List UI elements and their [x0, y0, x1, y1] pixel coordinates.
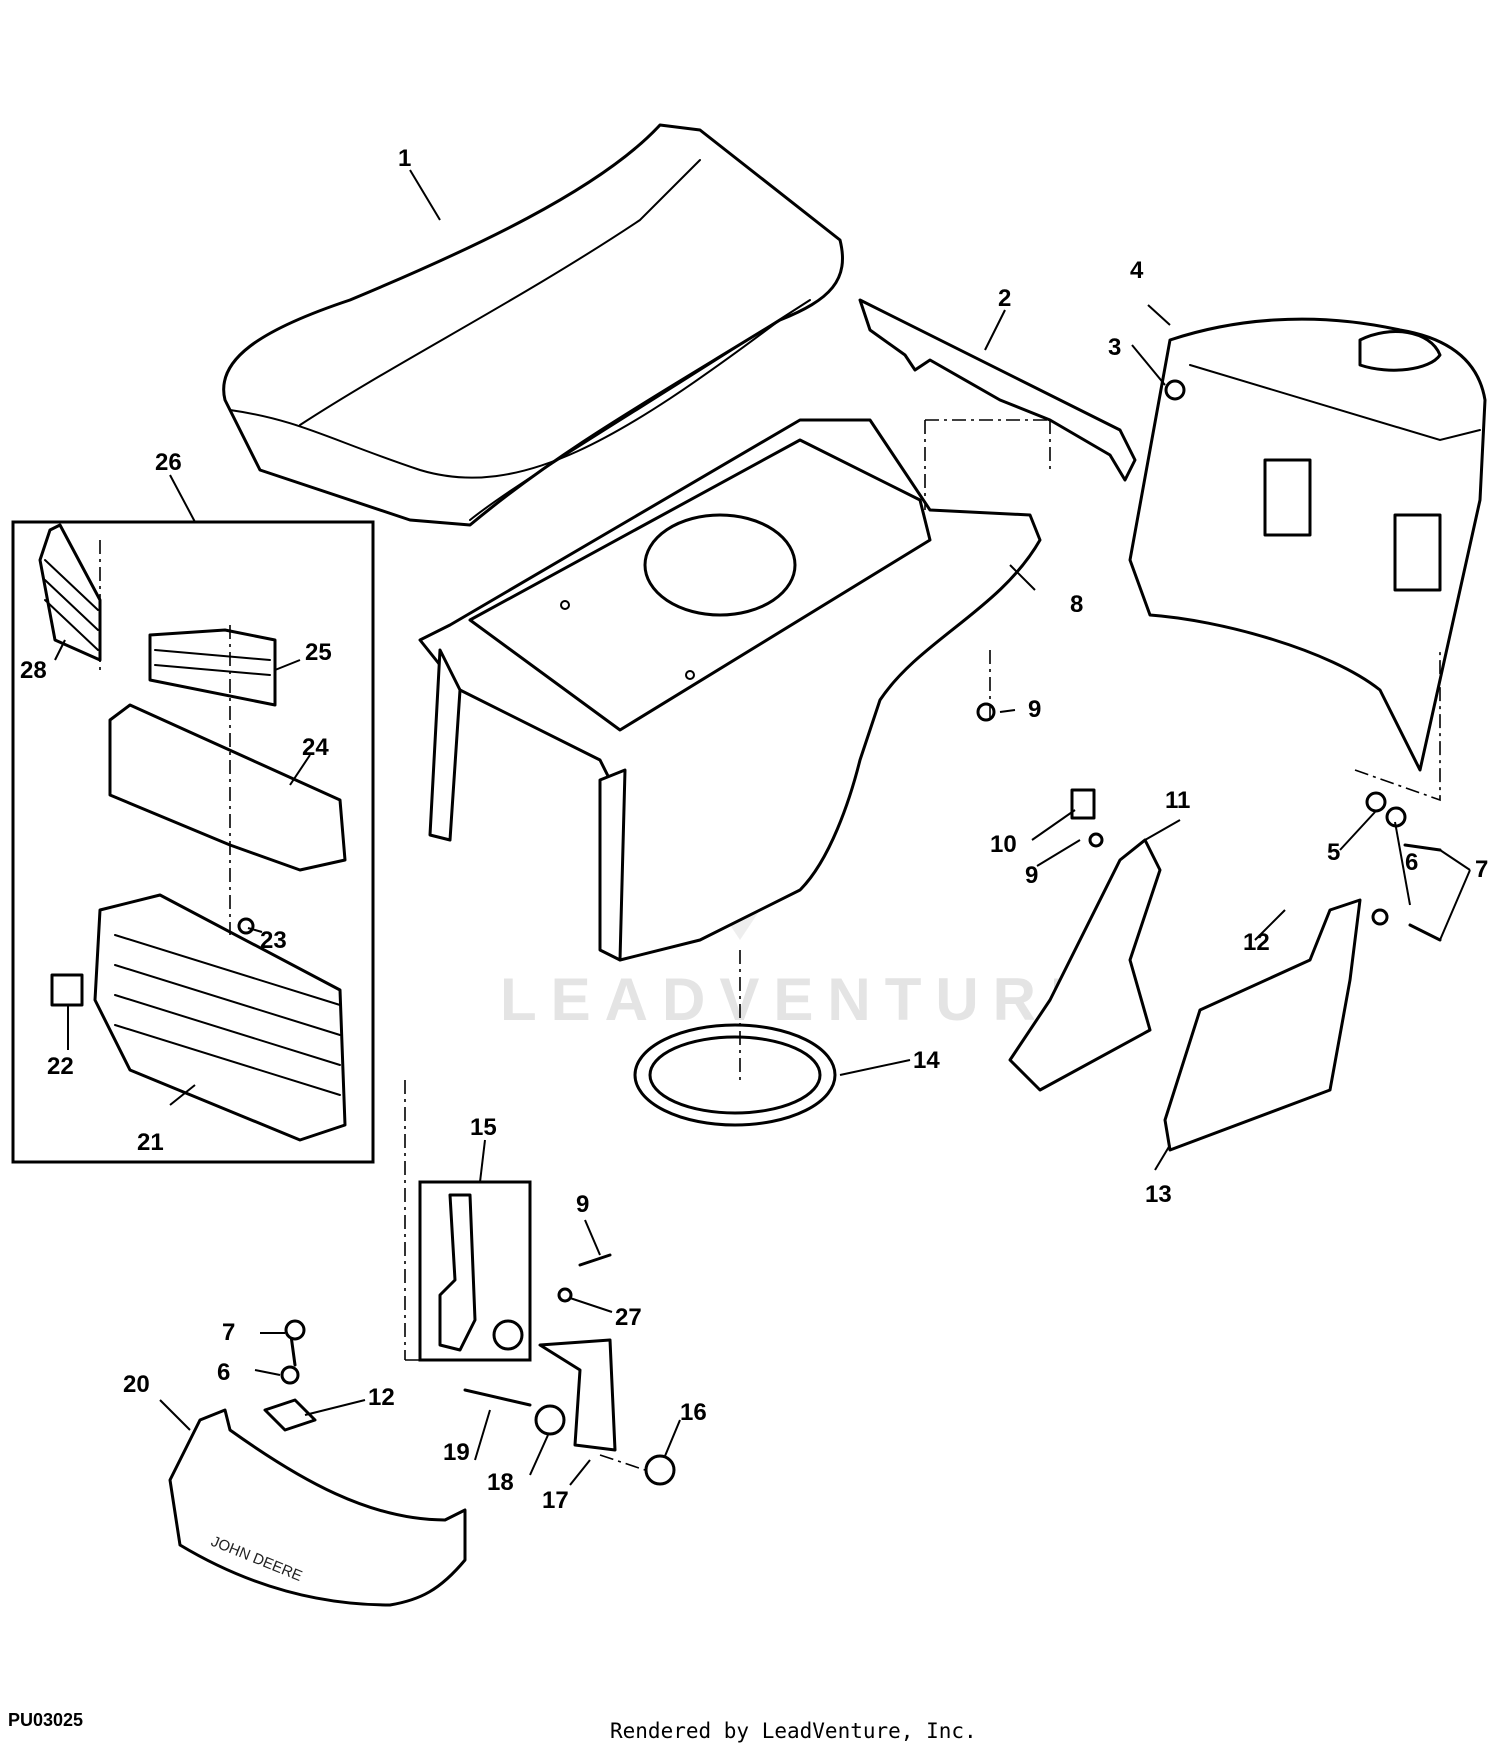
nut-part — [1164, 379, 1186, 401]
bracket-part — [538, 1338, 617, 1452]
rear-bracket-part — [858, 298, 1137, 482]
callout-7-left: 7 — [222, 1319, 235, 1346]
callout-18: 18 — [487, 1469, 514, 1496]
clip-part — [1070, 788, 1096, 820]
callout-28: 28 — [20, 657, 47, 684]
callout-10: 10 — [990, 831, 1017, 858]
bolt-part-3 — [463, 1388, 532, 1407]
callout-11: 11 — [1165, 787, 1190, 814]
callout-24: 24 — [302, 734, 329, 761]
bolt-part — [1403, 843, 1442, 852]
callout-27: 27 — [615, 1304, 642, 1331]
callout-12-left: 12 — [368, 1384, 395, 1411]
callouts: 1 2 3 4 5 6 7 8 9 9 9 10 11 12 12 13 14 … — [20, 145, 1488, 1514]
bushing-part — [492, 1319, 524, 1351]
callout-6-right: 6 — [1405, 849, 1418, 876]
callout-22: 22 — [47, 1053, 74, 1080]
watermark-text: LEADVENTURE — [500, 966, 1104, 1033]
grille-screw-part — [237, 917, 255, 935]
callout-8: 8 — [1070, 591, 1083, 618]
alignment-lines — [99, 419, 1441, 1471]
bolt-part-2 — [1408, 923, 1442, 942]
callout-15: 15 — [470, 1114, 497, 1141]
callout-1: 1 — [398, 145, 411, 172]
screw-part — [976, 702, 996, 722]
callout-5: 5 — [1327, 839, 1340, 866]
render-credit: Rendered by LeadVenture, Inc. — [610, 1719, 977, 1743]
callout-25: 25 — [305, 639, 332, 666]
bumper-part: JOHN DEERE — [168, 1408, 467, 1607]
latch-kit-box — [418, 1180, 532, 1362]
ring-part — [633, 1023, 837, 1127]
washer-part-3 — [1371, 908, 1389, 926]
bumper-clip-part — [263, 1398, 317, 1432]
callout-13: 13 — [1145, 1181, 1172, 1208]
callout-23: 23 — [260, 927, 287, 954]
bumper-bolt-head — [284, 1319, 306, 1341]
nut-part-2 — [644, 1454, 676, 1486]
hood-part — [222, 123, 844, 527]
washer-part-5 — [534, 1404, 566, 1436]
screw-part-3 — [578, 1253, 612, 1267]
fender-part — [418, 418, 1042, 962]
callout-2: 2 — [998, 285, 1011, 312]
callout-19: 19 — [443, 1439, 470, 1466]
callout-9-bottom: 9 — [576, 1191, 589, 1218]
callout-16: 16 — [680, 1399, 707, 1426]
latch-part — [438, 1193, 477, 1352]
callout-4: 4 — [1130, 257, 1144, 284]
grille-frame-part — [108, 703, 347, 872]
lens-part — [148, 628, 277, 707]
side-lens-part — [38, 523, 102, 662]
left-side-panel-part — [1008, 838, 1162, 1092]
callout-6-left: 6 — [217, 1359, 230, 1386]
bumper-washer-part — [280, 1365, 300, 1385]
callout-7-right: 7 — [1475, 856, 1488, 883]
callout-20: 20 — [123, 1371, 150, 1398]
callout-3: 3 — [1108, 334, 1121, 361]
drawing-id: PU03025 — [8, 1710, 83, 1730]
screw-part-2 — [1088, 832, 1104, 848]
leader-lines — [54, 169, 1471, 1486]
callout-17: 17 — [542, 1487, 569, 1514]
callout-26: 26 — [155, 449, 182, 476]
callout-9-mid: 9 — [1025, 862, 1038, 889]
badge-clip-part — [50, 973, 84, 1007]
callout-21: 21 — [137, 1129, 164, 1156]
grille-part — [93, 893, 347, 1142]
callout-12-right: 12 — [1243, 929, 1270, 956]
dash-panel-part — [1128, 317, 1487, 772]
washer-part — [1365, 791, 1387, 813]
grille-assembly-box — [11, 520, 375, 1164]
right-side-panel-part — [1163, 898, 1362, 1152]
callout-14: 14 — [913, 1047, 940, 1074]
washer-part-4 — [557, 1287, 573, 1303]
callout-9-top: 9 — [1028, 696, 1041, 723]
